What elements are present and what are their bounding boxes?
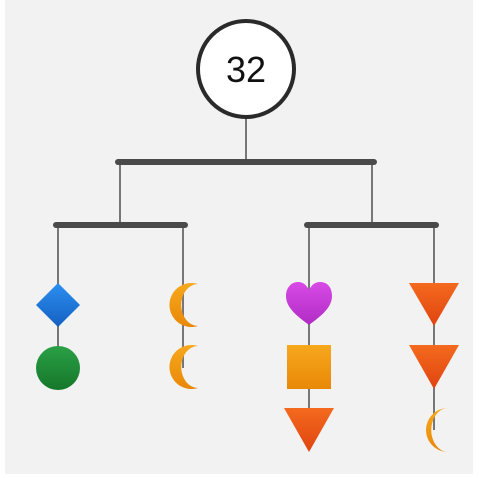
green-circle-shape bbox=[36, 346, 80, 390]
diamond-shape bbox=[36, 283, 80, 327]
crescent-moon-shape bbox=[169, 283, 198, 327]
triangle-shape bbox=[409, 283, 459, 326]
total-circle: 32 bbox=[196, 19, 296, 119]
square-shape bbox=[287, 345, 331, 389]
heart-shape bbox=[286, 282, 332, 325]
triangle-shape bbox=[284, 408, 334, 452]
triangle-shape bbox=[409, 345, 459, 389]
total-value: 32 bbox=[226, 49, 266, 90]
crescent-moon-shape bbox=[169, 345, 198, 389]
crescent-moon-shape bbox=[426, 408, 448, 452]
